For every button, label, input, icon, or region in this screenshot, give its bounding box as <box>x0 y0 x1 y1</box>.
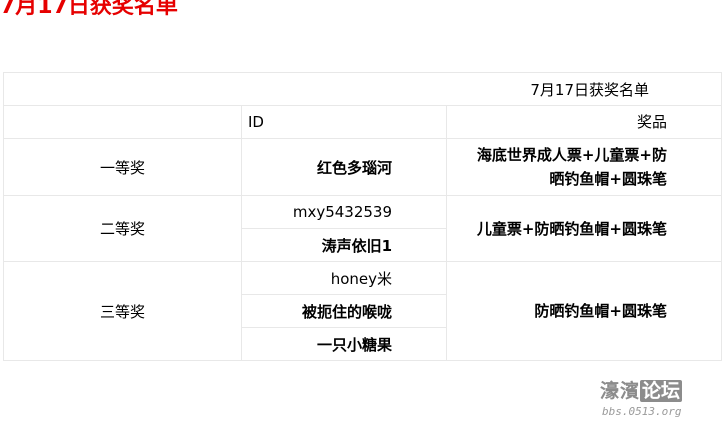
watermark-name: 濠濱 <box>600 380 641 402</box>
watermark-url: bbs.0513.org <box>602 405 682 418</box>
forum-watermark: 濠濱论坛 bbs.0513.org <box>600 380 716 420</box>
winners-table: 7月17日获奖名单 ID 奖品 一等奖 红色多瑙河 海底世界成人票+儿童票+防 … <box>3 72 722 361</box>
winner-id: honey米 <box>241 261 447 295</box>
header-id: ID <box>241 105 447 139</box>
table-title: 7月17日获奖名单 <box>3 72 722 106</box>
winner-id: 红色多瑙河 <box>241 138 447 196</box>
table-row: 涛声依旧1 <box>4 228 722 262</box>
prize-items: 海底世界成人票+儿童票+防 晒钓鱼帽+圆珠笔 <box>446 138 722 196</box>
table-row: 一等奖 红色多瑙河 海底世界成人票+儿童票+防 晒钓鱼帽+圆珠笔 <box>3 138 722 196</box>
page-heading: 7月17日获奖名单 <box>0 0 178 19</box>
table-row: 三等奖 honey米 防晒钓鱼帽+圆珠笔 <box>3 261 722 361</box>
table-row: 二等奖 mxy5432539 儿童票+防晒钓鱼帽+圆珠笔 <box>3 195 722 262</box>
winner-id: 涛声依旧1 <box>241 228 447 262</box>
prize-level: 一等奖 <box>3 138 242 196</box>
winner-id: mxy5432539 <box>241 195 447 229</box>
winner-id: 一只小糖果 <box>241 327 447 361</box>
table-header-row: ID 奖品 <box>3 105 722 139</box>
prize-items: 防晒钓鱼帽+圆珠笔 <box>446 261 722 361</box>
table-row: 一只小糖果 <box>4 327 722 361</box>
table-title-row: 7月17日获奖名单 <box>3 72 722 106</box>
prize-level: 三等奖 <box>3 261 242 361</box>
prize-line: 海底世界成人票+儿童票+防 <box>476 146 667 164</box>
header-level <box>3 105 242 139</box>
table-row: 被扼住的喉咙 <box>4 294 722 328</box>
header-prize: 奖品 <box>446 105 722 139</box>
watermark-logo: 濠濱论坛 <box>600 380 683 402</box>
prize-items: 儿童票+防晒钓鱼帽+圆珠笔 <box>446 195 722 262</box>
prize-level: 二等奖 <box>3 195 242 262</box>
prize-line: 晒钓鱼帽+圆珠笔 <box>549 170 667 188</box>
winner-id: 被扼住的喉咙 <box>241 294 447 328</box>
watermark-boxed: 论坛 <box>640 380 683 402</box>
